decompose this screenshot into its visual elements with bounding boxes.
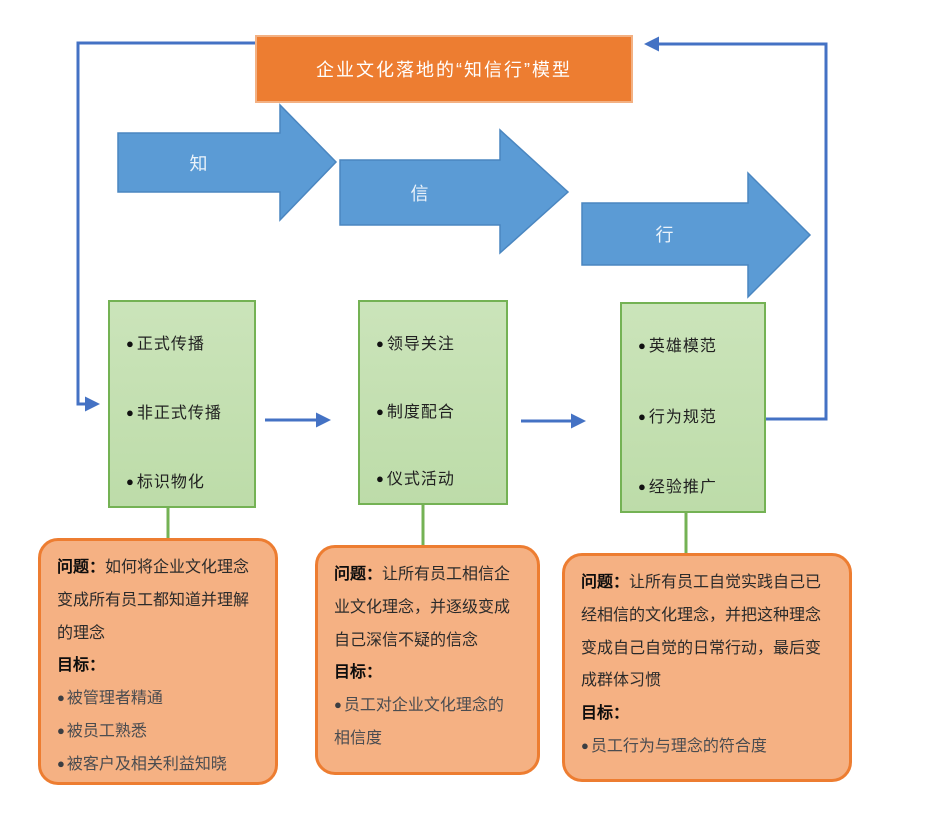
bullet-icon: ●: [57, 755, 65, 771]
bullet-icon: ●: [638, 338, 647, 353]
diagram-title: 企业文化落地的“知信行”模型: [255, 35, 633, 103]
diagram-title-text: 企业文化落地的“知信行”模型: [316, 60, 572, 80]
callout-problem: 问题：让所有员工自觉实践自己已经相信的文化理念，并把这种理念变成自己自觉的日常行…: [581, 567, 829, 698]
goal-item: ●员工行为与理念的符合度: [581, 731, 829, 764]
bullet-icon: ●: [376, 336, 385, 351]
callout-believe: 问题：让所有员工相信企业文化理念，并逐级变成自己深信不疑的信念 目标： ●员工对…: [315, 545, 540, 775]
list-item: ●非正式传播: [126, 399, 248, 423]
arrow-label-text: 行: [655, 225, 675, 245]
stage-item-label: 仪式活动: [386, 471, 455, 488]
stage-item-label: 领导关注: [386, 336, 455, 353]
block-arrow-know: [117, 103, 338, 222]
bullet-icon: ●: [126, 405, 135, 420]
goal-text: 被员工熟悉: [66, 722, 147, 740]
bullet-icon: ●: [638, 479, 647, 494]
stage-item-label: 正式传播: [136, 336, 205, 353]
goal-item: ●被客户及相关利益知晓: [57, 749, 255, 782]
goal-text: 员工行为与理念的符合度: [590, 737, 767, 755]
callout-know: 问题：如何将企业文化理念变成所有员工都知道并理解的理念 目标： ●被管理者精通 …: [38, 538, 278, 785]
goal-item: ●被员工熟悉: [57, 716, 255, 749]
stage-item-label: 非正式传播: [136, 405, 222, 422]
stage-item-label: 英雄模范: [648, 338, 717, 355]
goal-text: 被管理者精通: [66, 690, 163, 708]
block-arrow-believe: [339, 128, 570, 255]
list-item: ●领导关注: [376, 330, 500, 354]
goal-item: ●员工对企业文化理念的相信度: [334, 690, 517, 756]
list-item: ●行为规范: [638, 403, 758, 427]
bullet-icon: ●: [126, 474, 135, 489]
bullet-icon: ●: [581, 737, 589, 753]
bullet-icon: ●: [638, 408, 647, 424]
block-arrow-act: [581, 171, 812, 299]
goal-text: 被客户及相关利益知晓: [66, 755, 227, 773]
stage-item-label: 经验推广: [648, 479, 717, 496]
bullet-icon: ●: [57, 690, 65, 706]
list-item: ●标识物化: [126, 468, 248, 492]
arrow-label-believe: 信: [340, 160, 500, 225]
goal-label: 目标：: [334, 664, 383, 682]
callout-problem: 问题：让所有员工相信企业文化理念，并逐级变成自己深信不疑的信念: [334, 559, 517, 657]
arrow-label-text: 信: [410, 183, 430, 204]
bullet-icon: ●: [126, 336, 135, 351]
stage-box-believe: ●领导关注 ●制度配合 ●仪式活动: [358, 300, 508, 505]
stage-item-label: 标识物化: [136, 474, 205, 491]
list-item: ●制度配合: [376, 398, 500, 422]
arrow-label-know: 知: [118, 133, 280, 192]
arrow-label-text: 知: [189, 153, 209, 174]
problem-text: 让所有员工相信企业文化理念，并逐级变成自己深信不疑的信念: [334, 566, 511, 649]
goal-text: 员工对企业文化理念的相信度: [334, 697, 504, 747]
bullet-icon: ●: [57, 722, 65, 738]
problem-label: 问题：: [57, 559, 106, 576]
goal-item: ●被管理者精通: [57, 683, 255, 716]
callout-act: 问题：让所有员工自觉实践自己已经相信的文化理念，并把这种理念变成自己自觉的日常行…: [562, 553, 852, 782]
arrow-label-act: 行: [582, 203, 748, 265]
problem-text: 如何将企业文化理念变成所有员工都知道并理解的理念: [57, 559, 250, 642]
list-item: ●经验推广: [638, 473, 758, 497]
bullet-icon: ●: [376, 471, 385, 486]
bullet-icon: ●: [334, 697, 342, 713]
connector-act-box-to-title: [644, 36, 828, 421]
list-item: ●英雄模范: [638, 332, 758, 356]
problem-label: 问题：: [334, 566, 383, 583]
stage-item-label: 制度配合: [386, 403, 455, 421]
stage-box-act: ●英雄模范 ●行为规范 ●经验推广: [620, 302, 766, 513]
problem-text: 让所有员工自觉实践自己已经相信的文化理念，并把这种理念变成自己自觉的日常行动，最…: [581, 574, 822, 690]
list-item: ●仪式活动: [376, 465, 500, 489]
problem-label: 问题：: [581, 574, 630, 591]
stage-item-label: 行为规范: [648, 408, 717, 426]
list-item: ●正式传播: [126, 330, 248, 354]
goal-label: 目标：: [581, 705, 630, 723]
callout-problem: 问题：如何将企业文化理念变成所有员工都知道并理解的理念: [57, 552, 255, 650]
callout-goal-label: 目标：: [57, 650, 255, 683]
goal-label: 目标：: [57, 657, 106, 675]
stage-box-know: ●正式传播 ●非正式传播 ●标识物化: [108, 300, 256, 508]
connector-title-to-know-box: [76, 41, 255, 412]
callout-goal-label: 目标：: [581, 698, 829, 731]
callout-goal-label: 目标：: [334, 657, 517, 690]
bullet-icon: ●: [376, 403, 385, 419]
